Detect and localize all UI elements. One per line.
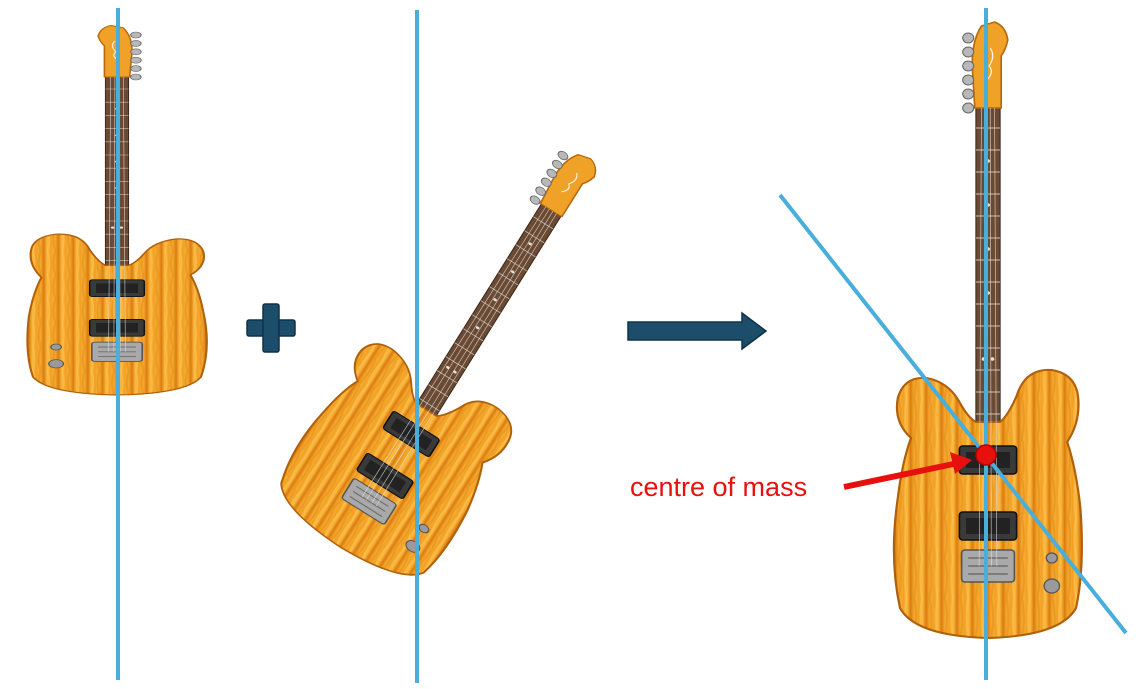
guitar-hanging-tilted [263,10,663,683]
guitar-hanging-from-headstock [26,8,208,680]
centre-of-mass-pointer [843,452,972,490]
plumb-line-diagonal [778,193,1128,635]
guitar-with-centre-of-mass: centre of mass [630,8,1128,680]
centre-of-mass-dot [975,444,997,466]
centre-of-mass-label: centre of mass [630,472,807,502]
plus-icon [246,303,296,353]
right-arrow-icon [627,311,768,351]
